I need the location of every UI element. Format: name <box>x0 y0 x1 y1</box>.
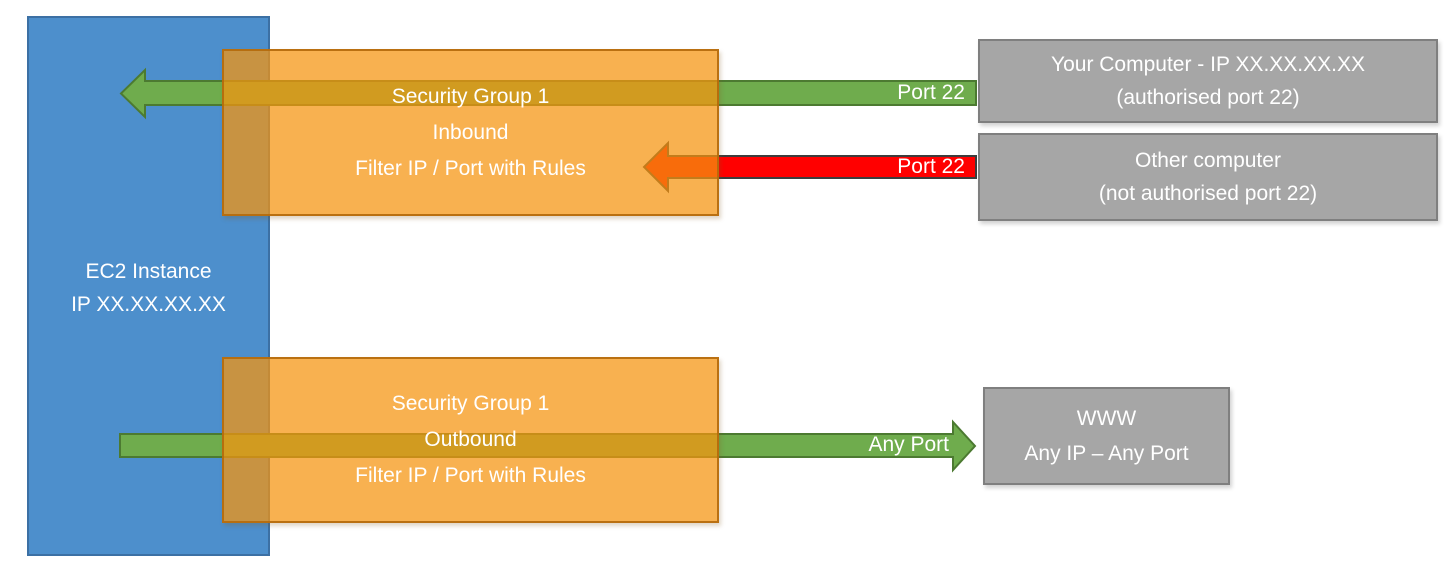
ec2-instance-ip: IP XX.XX.XX.XX <box>71 293 226 316</box>
security-group-outbound-box: Security Group 1 Outbound Filter IP / Po… <box>222 357 719 523</box>
www-title: WWW <box>1076 407 1137 430</box>
security-group-inbound-description: Filter IP / Port with Rules <box>355 156 586 180</box>
www-box: WWW Any IP – Any Port <box>983 387 1230 485</box>
security-group-outbound-title: Security Group 1 <box>391 392 550 415</box>
ec2-instance-label: EC2 Instance IP XX.XX.XX.XX <box>29 255 268 321</box>
outbound-port-label: Any Port <box>868 433 949 456</box>
your-computer-box: Your Computer - IP XX.XX.XX.XX (authoris… <box>978 39 1438 123</box>
security-group-inbound-title: Security Group 1 <box>391 84 550 108</box>
your-computer-subtitle: (authorised port 22) <box>1116 86 1300 109</box>
security-group-outbound-direction: Outbound <box>424 428 517 451</box>
your-computer-title: Your Computer - IP XX.XX.XX.XX <box>1051 53 1365 76</box>
inbound-allowed-port-label: Port 22 <box>897 81 965 104</box>
other-computer-box: Other computer (not authorised port 22) <box>978 133 1438 221</box>
www-subtitle: Any IP – Any Port <box>1024 442 1189 465</box>
security-group-outbound-description: Filter IP / Port with Rules <box>355 464 586 487</box>
inbound-blocked-port-label: Port 22 <box>897 155 965 178</box>
security-group-inbound-direction: Inbound <box>432 120 509 144</box>
ec2-instance-name: EC2 Instance <box>85 260 212 283</box>
other-computer-title: Other computer <box>1135 149 1281 172</box>
other-computer-subtitle: (not authorised port 22) <box>1098 182 1318 205</box>
security-group-inbound-box: Security Group 1 Inbound Filter IP / Por… <box>222 49 719 216</box>
